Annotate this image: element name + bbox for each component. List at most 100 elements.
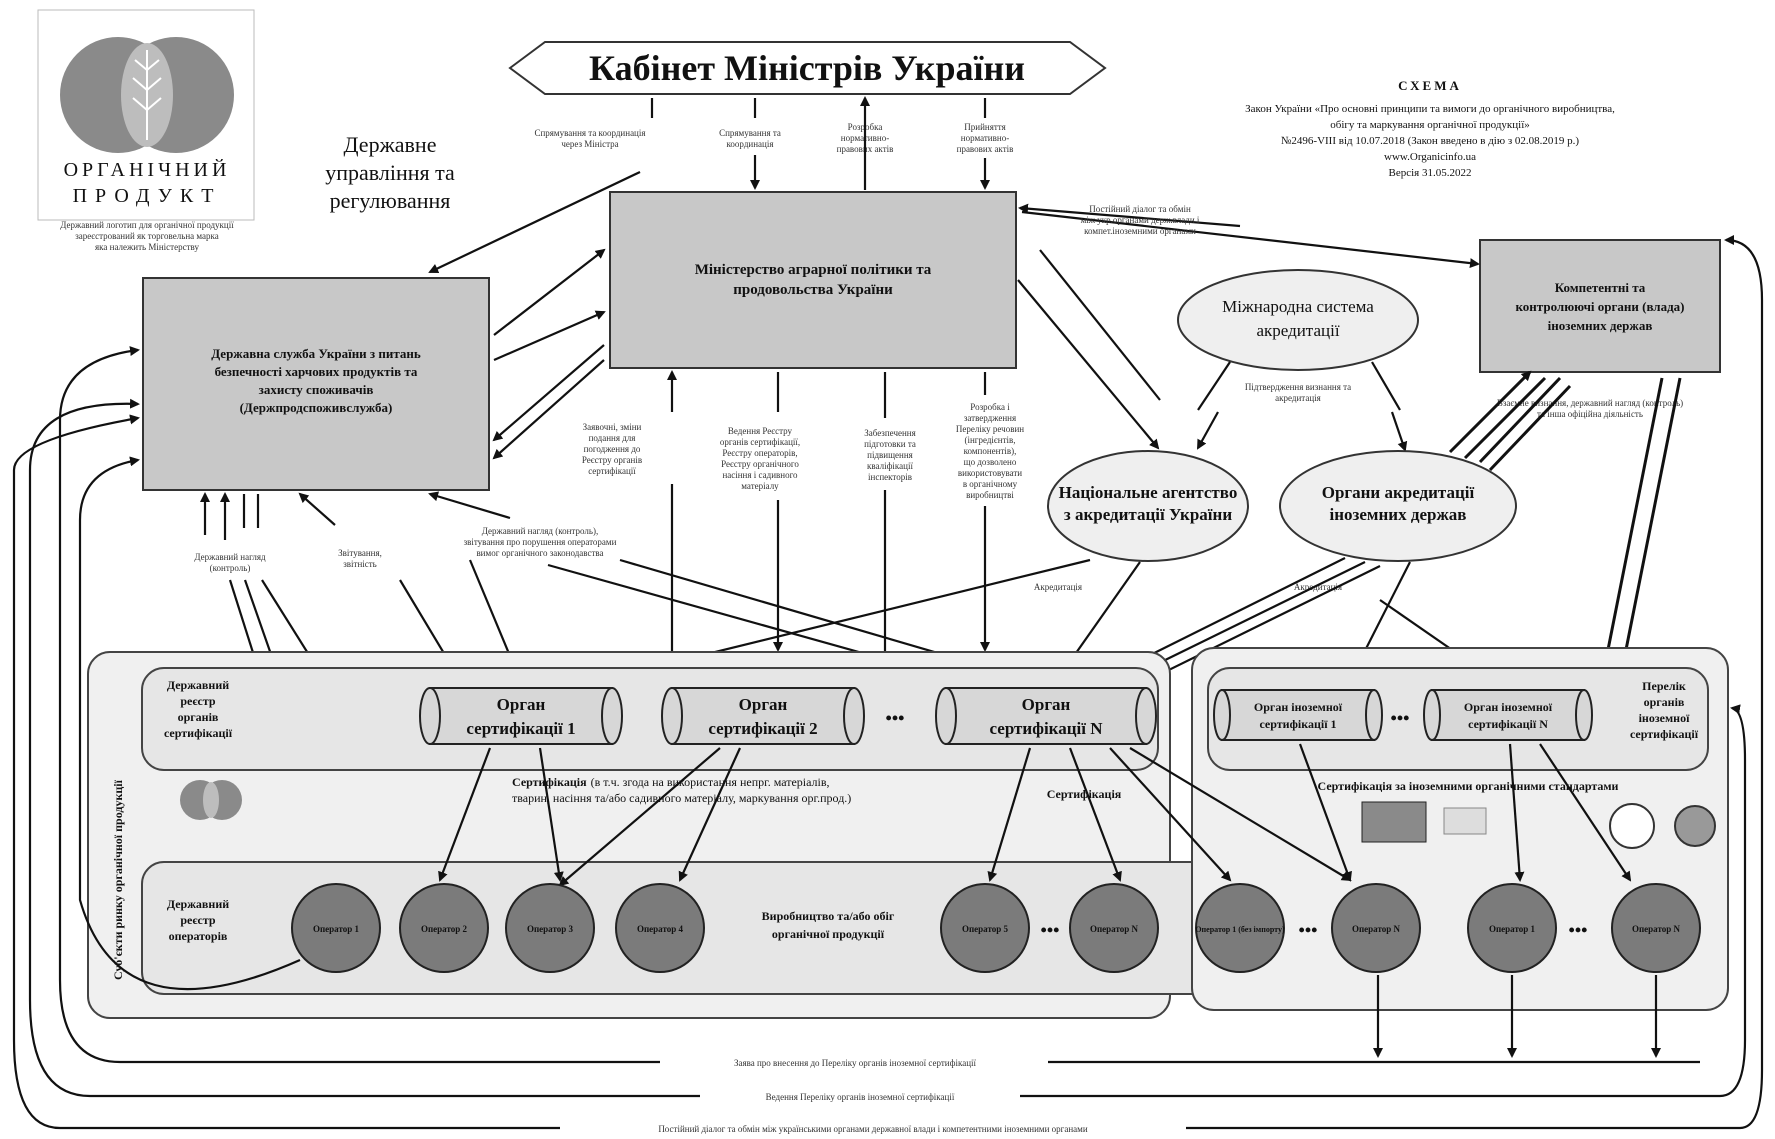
law-line-1: Закон України «Про основні принципи та в… [1245,103,1615,115]
md2-4: насіння і садивного [722,470,798,480]
foreign-authorities-box: Компетентні та контролюючі органи (влада… [1479,239,1721,373]
foreign-accr-label-2: іноземних держав [1330,505,1467,524]
subjects-vertical-label: Суб'єкти ринку органічної продукції [111,779,125,980]
cabinet-of-ministers: Кабінет Міністрів України [508,41,1107,95]
operator-1: Оператор 1 [291,883,381,973]
md3-3: кваліфікації [867,461,913,471]
foreign-auth-label-1: Компетентні та [1555,280,1646,295]
ellipsis-foreign-ops: ••• [1299,920,1318,940]
cert-body-1-l1: Орган [497,695,546,714]
md1-1: подання для [589,433,636,443]
usda-organic-icon [1609,803,1655,849]
naau-ellipse: Національне агентство з акредитації Укра… [1047,450,1249,562]
law-website: www.Organicinfo.ua [1384,151,1476,163]
jas-seal-icon [1674,805,1716,847]
cert-body-n: Орган сертифікації N [935,687,1157,745]
foreign-list-4: сертифікації [1630,727,1699,741]
intl-note-1: Підтвердження визнання та [1245,382,1351,392]
ministry-down-labels: Заявочні, зміни подання для погодження д… [582,402,1024,500]
foreign-operator-1b: Оператор 1 [1467,883,1557,973]
operator-3: Оператор 3 [505,883,595,973]
registry-cert-3: органів [178,710,219,724]
cert-body-2-l1: Орган [739,695,788,714]
production-label-2: органічної продукції [772,927,885,941]
foreign-operator-n-label: Оператор N [1352,924,1401,934]
dps-label-4: (Держпродспоживслужба) [240,400,393,415]
foreign-standards-label: Сертифікація за іноземними органічними с… [1318,779,1619,793]
law-line-2: обігу та маркування органічної продукції… [1330,119,1530,131]
dps-label-3: захисту споживачів [259,382,374,397]
section-heading-1: Державне [344,132,437,157]
registry-cert-4: сертифікації [164,726,233,740]
dps-down3-a: Державний нагляд (контроль), [482,526,598,536]
operator-n-label: Оператор N [1090,924,1139,934]
ministry-label-1: Міністерство аграрної політики та [695,262,932,278]
accr-label-2: Акредитація [1294,582,1342,592]
bio-suisse-logo-icon [1443,807,1487,835]
foreign-auth-label-3: іноземних держав [1548,318,1653,333]
law-line-3: №2496-VIII від 10.07.2018 (Закон введено… [1281,135,1580,147]
dps-down2-b: звітність [343,559,377,569]
naau-label-2: з акредитації України [1064,505,1232,524]
operator-4: Оператор 4 [615,883,705,973]
operator-1-label: Оператор 1 [313,924,360,934]
foreign-operator-1b-label: Оператор 1 [1489,924,1536,934]
cert-body-n-l1: Орган [1022,695,1071,714]
eu-organic-logo-icon [1361,801,1427,843]
dps-label-2: безпечності харчових продуктів та [215,364,418,379]
bottom-label-1: Заява про внесення до Переліку органів і… [734,1058,977,1068]
foreign-list-2: органів [1644,695,1685,709]
ministry-foreign-label-1: Постійний діалог та обмін [1089,204,1191,214]
bottom-label-3: Постійний діалог та обмін між українськи… [658,1124,1088,1134]
scheme-header: СХЕМА Закон України «Про основні принцип… [1245,78,1615,179]
bottom-label-2: Ведення Переліку органів іноземної серти… [766,1092,955,1102]
md4-4: компонентів), [964,446,1017,456]
md4-6: використовувати [958,468,1022,478]
foreign-operator-1: Оператор 1 (без імпорту) [1195,883,1285,973]
scheme-title: СХЕМА [1398,78,1462,93]
dps-down1-b: (контроль) [210,563,251,573]
organic-logo: ОРГАНІЧНИЙ ПРОДУКТ Державний логотип для… [37,9,255,252]
dps-down1-a: Державний нагляд [194,552,266,562]
foreign-cert-body-1: Орган іноземної сертифікації 1 [1213,689,1383,741]
version: Версія 31.05.2022 [1389,167,1472,179]
md1-4: сертифікації [588,466,636,476]
operator-3-label: Оператор 3 [527,924,574,934]
md2-3: Реєстру органічного [721,459,799,469]
registry-cert-band [141,667,1159,771]
md1-0: Заявочні, зміни [583,422,642,432]
cert-body-1-l2: сертифікації 1 [466,719,575,738]
page-title: Кабінет Міністрів України [589,48,1025,88]
edge-label-top2b: координація [727,139,774,149]
md4-7: в органічному [963,479,1018,489]
md4-1: затвердження [964,413,1016,423]
foreign-cert-n-l2: сертифікації N [1468,717,1548,731]
registry-op-3: операторів [169,929,228,943]
foreign-list-3: іноземної [1639,711,1690,725]
ellipsis-foreign-cert: ••• [1391,708,1410,728]
ellipsis-cert: ••• [886,708,905,728]
dps-box: Державна служба України з питань безпечн… [142,277,490,491]
edge-label-top1b: через Міністра [561,139,618,149]
operator-5: Оператор 5 [940,883,1030,973]
foreign-operator-nb: Оператор N [1611,883,1701,973]
operator-5-label: Оператор 5 [962,924,1009,934]
logo-caption-1: Державний логотип для органічної продукц… [60,220,234,230]
accr-label-1: Акредитація [1034,582,1082,592]
cert-body-2-l2: сертифікації 2 [708,719,817,738]
md3-4: інспекторів [868,472,912,482]
section-heading-2: управління та [325,160,455,185]
intl-note-2: акредитація [1275,393,1321,403]
operator-2: Оператор 2 [399,883,489,973]
md2-5: матеріалу [741,481,779,491]
logo-caption-2: зареєстрований як торговельна марка [75,231,219,241]
md3-1: підготовки та [864,439,916,449]
foreign-accreditation-ellipse: Органи акредитації іноземних держав [1279,450,1517,562]
operator-2-label: Оператор 2 [421,924,468,934]
foreign-note-2: та інша офіційна діяльність [1537,409,1643,419]
md1-2: погодження до [584,444,641,454]
md2-1: органів сертифікації, [720,437,800,447]
production-label-1: Виробництво та/або обіг [762,909,895,923]
intl-accreditation-ellipse: Міжнародна система акредитації [1177,269,1419,371]
registry-cert-1: Державний [167,678,229,692]
